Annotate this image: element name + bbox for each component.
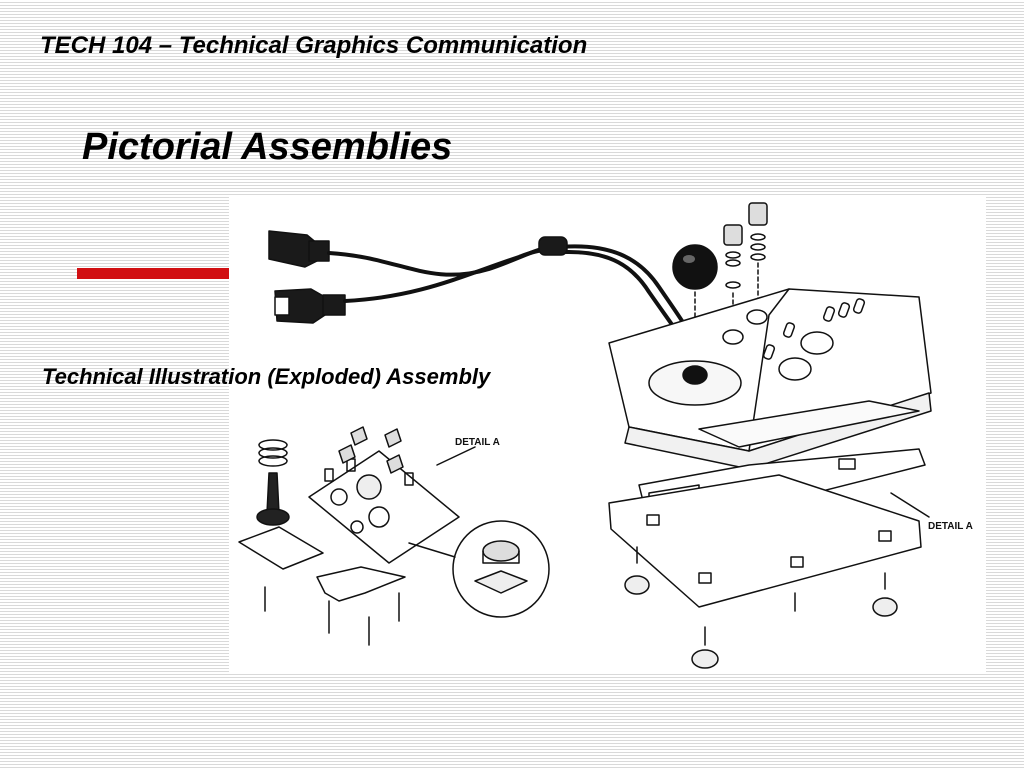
accent-bar xyxy=(77,268,229,279)
detail-a-label-right: DETAIL A xyxy=(928,521,973,532)
screws-and-feet-right xyxy=(624,546,898,669)
detail-a-callout xyxy=(408,446,550,618)
illustration-caption: Technical Illustration (Exploded) Assemb… xyxy=(42,364,491,389)
joystick-housing xyxy=(608,288,932,470)
cable-ferrite xyxy=(538,236,568,256)
joystick-cable xyxy=(327,243,693,343)
connector-plug-top xyxy=(268,230,330,268)
fire-button-caps xyxy=(723,202,768,338)
connector-plug-bottom xyxy=(274,288,346,324)
course-title: TECH 104 – Technical Graphics Communicat… xyxy=(40,32,588,59)
exploded-joystick-illustration: DETAIL A xyxy=(229,197,986,672)
slide-title: Pictorial Assemblies xyxy=(82,126,453,168)
base-plate xyxy=(608,474,922,608)
joystick-knob xyxy=(672,244,718,290)
detail-a-label-left: DETAIL A xyxy=(455,437,500,448)
circuit-board-exploded-left xyxy=(238,426,460,646)
